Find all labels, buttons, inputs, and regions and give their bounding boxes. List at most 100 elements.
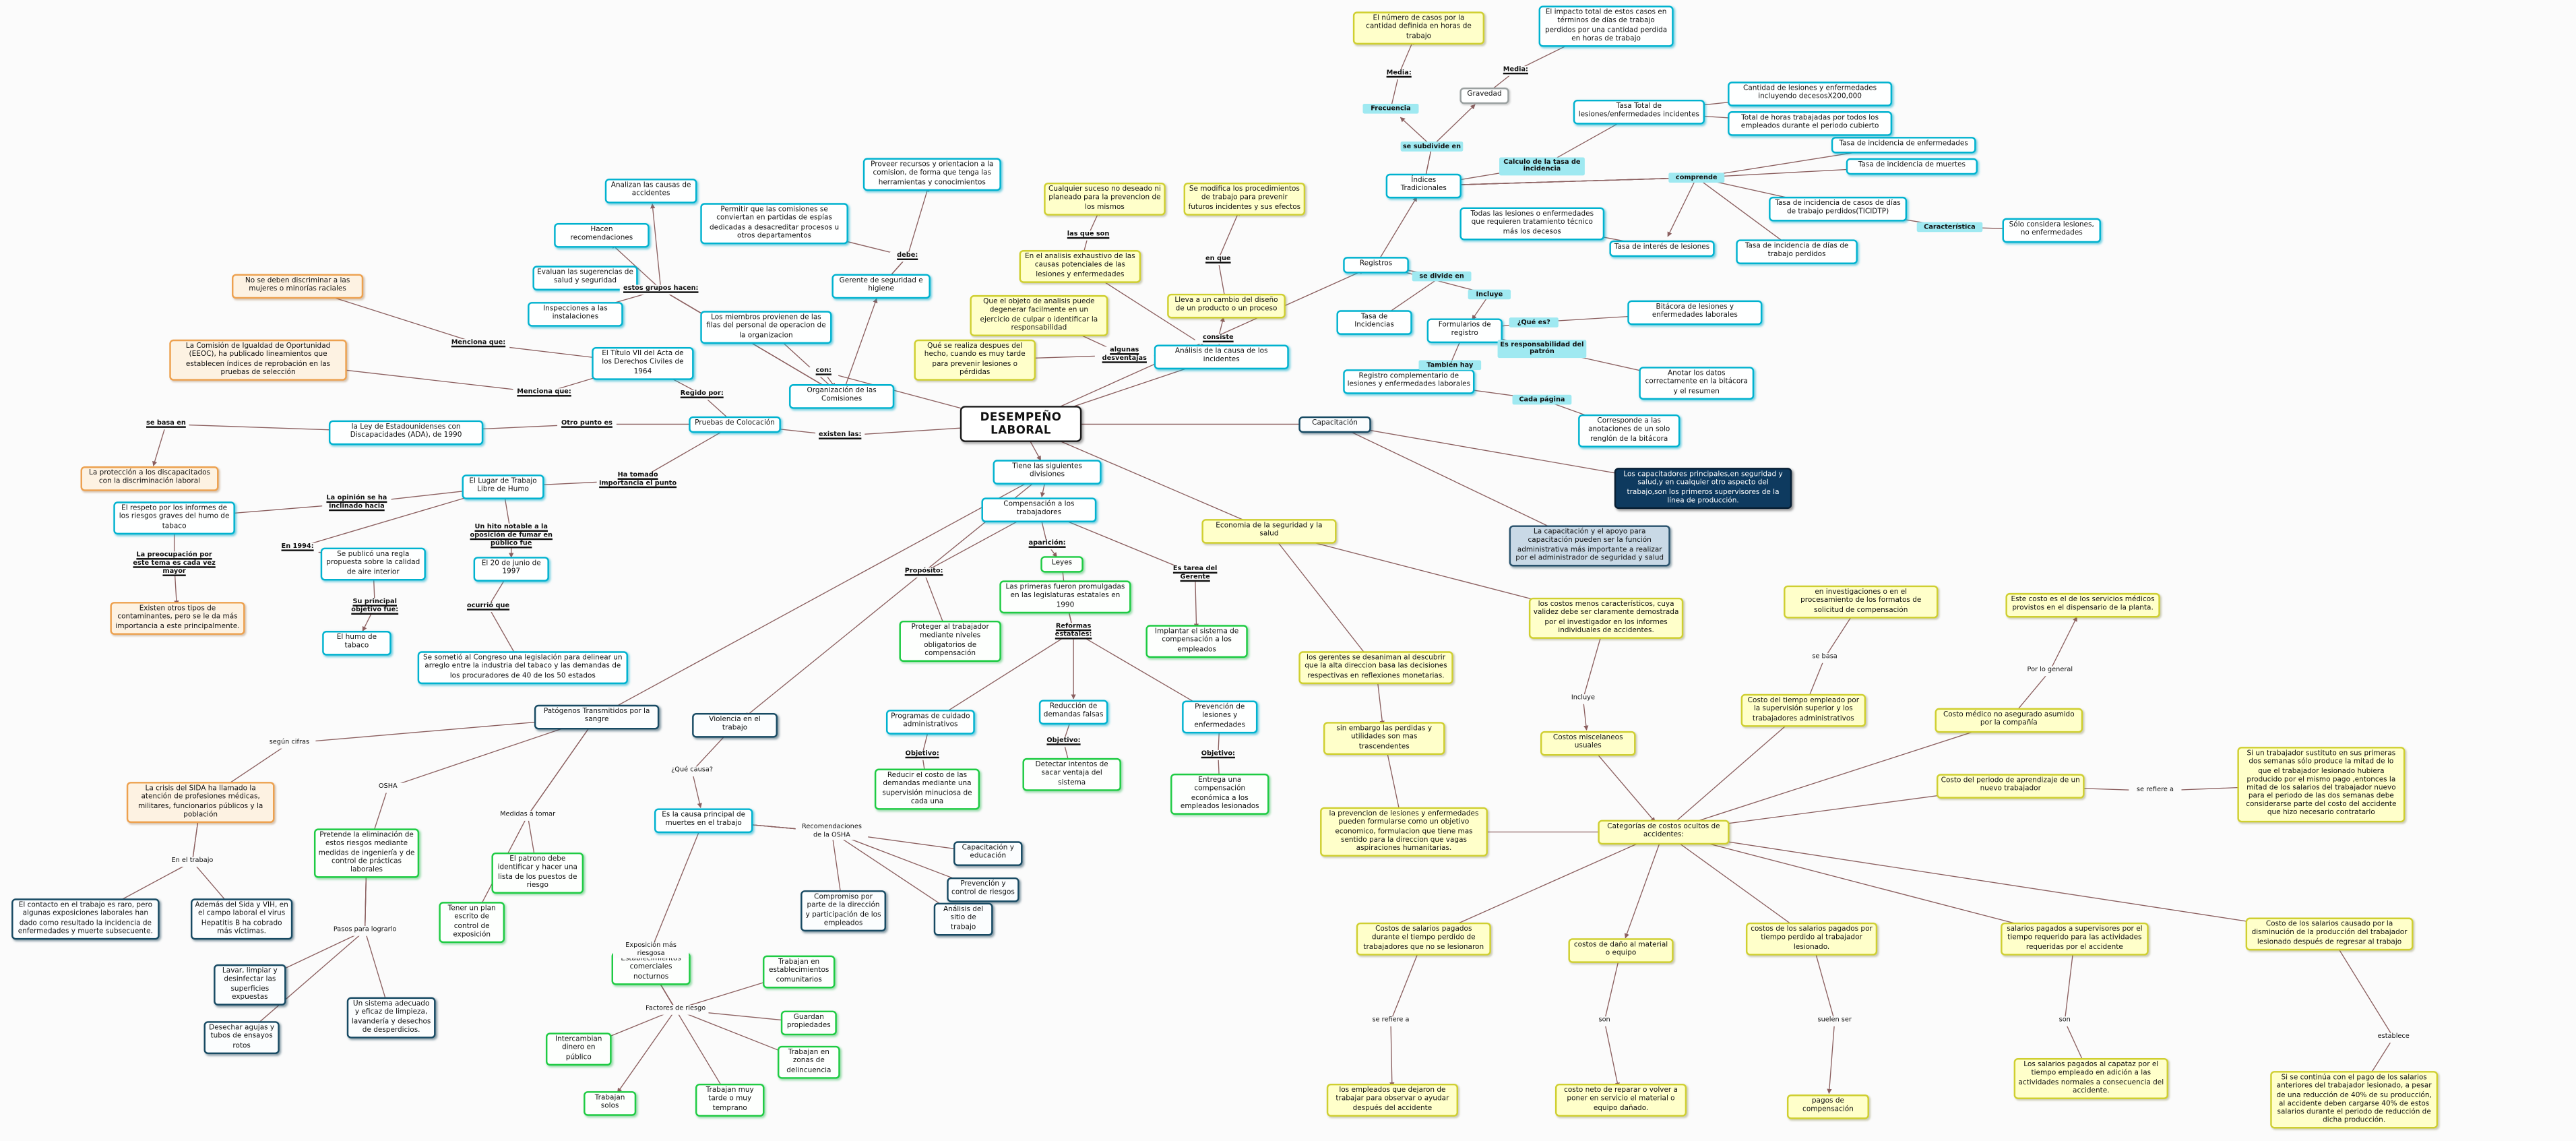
link-label-otro-punto[interactable]: Otro punto es [557, 419, 617, 429]
link-label-con[interactable]: con: [809, 367, 839, 377]
link-label-hito-notable[interactable]: Un hito notable a la oposición de fumar … [462, 523, 561, 549]
node-tiene-divisiones[interactable]: Tiene las siguientes divisiones [993, 460, 1102, 485]
node-trabajan-tarde[interactable]: Trabajan muy tarde o muy temprano [695, 1083, 765, 1117]
node-proteccion-discapacitados[interactable]: La protección a los discapacitados con l… [80, 466, 219, 491]
link-label-se-refiere-2[interactable]: se refiere a [1364, 1016, 1418, 1026]
link-label-grupos-hacen[interactable]: estos grupos hacen: [619, 284, 702, 295]
node-congreso[interactable]: Se sometió al Congreso una legislación p… [417, 651, 628, 684]
node-junio-1997[interactable]: El 20 de junio de 1997 [473, 557, 549, 582]
node-categorias-costos[interactable]: Categorías de costos ocultos de accident… [1598, 820, 1730, 844]
node-indices-tradicionales[interactable]: Índices Tradicionales [1385, 173, 1462, 198]
node-center[interactable]: DESEMPEÑO LABORAL [960, 406, 1082, 443]
link-label-suelen-ser[interactable]: suelen ser [1811, 1016, 1858, 1026]
node-cualquier-suceso[interactable]: Cualquier suceso no deseado ni planeado … [1044, 182, 1166, 216]
link-label-establece[interactable]: establece [2370, 1032, 2417, 1043]
node-total-horas[interactable]: Total de horas trabajadas por todos los … [1728, 111, 1893, 135]
node-costo-tiempo[interactable]: Costo del tiempo empleado por la supervi… [1740, 693, 1866, 727]
node-gerente-seguridad[interactable]: Gerente de seguridad e higiene [831, 274, 931, 299]
node-causa-principal[interactable]: Es la causa principal de muertes en el t… [654, 808, 753, 833]
node-registro-complementario[interactable]: Registro complementario de lesiones y en… [1343, 369, 1475, 394]
node-no-discriminar[interactable]: No se deben discriminar a las mujeres o … [231, 274, 364, 299]
node-objeto-analisis[interactable]: Que el objeto de analisis puede degenera… [970, 295, 1108, 336]
node-permitir-comisiones[interactable]: Permitir que las comisiones se convierta… [700, 203, 848, 245]
node-contacto-raro[interactable]: El contacto en el trabajo es raro, pero … [11, 898, 160, 940]
node-trabajan-delincuencia[interactable]: Trabajan en zonas de delincuencia [777, 1045, 840, 1079]
link-label-menciona-1[interactable]: Menciona que: [447, 338, 510, 348]
node-inspecciones[interactable]: Inspecciones a las instalaciones [528, 302, 623, 326]
node-tasa-muertes[interactable]: Tasa de incidencia de muertes [1846, 158, 1978, 175]
node-costo-medico[interactable]: Costo médico no asegurado asumido por la… [1935, 708, 2083, 733]
node-analisis-sitio[interactable]: Análisis del sitio de trabajo [933, 902, 993, 935]
node-solo-considera[interactable]: Sólo considera lesiones, no enfermedades [2002, 218, 2101, 243]
node-costos-miscelaneos[interactable]: Costos miscelaneos usuales [1540, 731, 1636, 755]
node-bitacora[interactable]: Bitácora de lesiones y enfermedades labo… [1627, 300, 1763, 325]
node-prevencion-lesiones[interactable]: Prevención de lesiones y enfermedades [1182, 700, 1258, 733]
node-si-continua[interactable]: Si se continúa con el pago de los salari… [2270, 1071, 2439, 1130]
node-compromiso-direccion[interactable]: Compromiso por parte de la dirección y p… [800, 890, 886, 932]
node-lavar-limpiar[interactable]: Lavar, limpiar y desinfectar las superfi… [214, 964, 286, 1006]
link-label-tomado-importancia[interactable]: Ha tomado importancia el punto [596, 470, 679, 489]
link-label-calculo-tasa[interactable]: Calculo de la tasa de incidencia [1499, 157, 1585, 175]
node-tasa-incidencias[interactable]: Tasa de Incidencias [1336, 310, 1412, 335]
node-entrega-compensacion[interactable]: Entrega una compensación económica a los… [1170, 773, 1269, 815]
node-sin-embargo[interactable]: sin embargo las perdidas y utilidades so… [1323, 722, 1445, 755]
node-salarios-capataz[interactable]: Los salarios pagados al capataz por el t… [2013, 1057, 2168, 1099]
link-label-son-2[interactable]: son [2051, 1016, 2078, 1026]
node-pruebas-colocacion[interactable]: Pruebas de Colocación [689, 416, 781, 433]
node-sistema-limpieza[interactable]: Un sistema adecuado y eficaz de limpieza… [346, 997, 436, 1039]
link-label-media-1[interactable]: Media: [1377, 69, 1420, 79]
link-label-debe[interactable]: debe: [889, 251, 926, 261]
node-lugar-libre-humo[interactable]: El Lugar de Trabajo Libre de Humo [462, 474, 544, 499]
link-label-en-el-trabajo[interactable]: En el trabajo [166, 857, 219, 867]
node-respeto-informes[interactable]: El respeto por los informes de los riesg… [113, 501, 235, 534]
node-desechar-agujas[interactable]: Desechar agujas y tubos de ensayos rotos [203, 1021, 280, 1054]
link-label-proposito[interactable]: Propósito: [899, 567, 949, 577]
link-label-comprende[interactable]: comprende [1668, 173, 1725, 183]
node-salarios-disminucion[interactable]: Costo de los salarios causado por la dis… [2245, 917, 2414, 950]
link-label-media-2[interactable]: Media: [1494, 65, 1538, 75]
link-label-objetivo-2[interactable]: Objetivo: [1040, 737, 1087, 747]
link-label-existen-las[interactable]: existen las: [815, 431, 865, 441]
node-tasa-interes[interactable]: Tasa de interés de lesiones [1609, 240, 1715, 257]
node-costo-aprendizaje[interactable]: Costo del periodo de aprendizaje de un n… [1936, 774, 2085, 799]
link-label-se-subdivide[interactable]: se subdivide en [1400, 141, 1464, 152]
node-ticidtp[interactable]: Tasa de incidencia de casos de días de t… [1769, 196, 1908, 221]
node-proveer-recursos[interactable]: Proveer recursos y orientacion a la comi… [862, 158, 1001, 191]
node-tasa-dias-perdidos[interactable]: Tasa de incidencia de días de trabajo pe… [1736, 239, 1858, 264]
node-detectar-intentos[interactable]: Detectar intentos de sacar ventaja del s… [1022, 758, 1121, 791]
link-label-en-1994[interactable]: En 1994: [276, 543, 319, 553]
node-costo-servicios-medicos[interactable]: Este costo es el de los servicios médico… [2005, 592, 2160, 617]
node-crisis-sida[interactable]: La crisis del SIDA ha llamado la atenció… [126, 782, 275, 824]
node-prevencion-economica[interactable]: la prevencion de lesiones y enfermedades… [1320, 807, 1488, 857]
node-trabajador-sustituto[interactable]: Si un trabajador sustituto en sus primer… [2237, 747, 2406, 822]
node-otros-contaminantes[interactable]: Existen otros tipos de contaminantes, pe… [110, 602, 245, 635]
node-gerentes-desaniman[interactable]: los gerentes se desaniman al descubrir q… [1298, 651, 1453, 684]
link-label-recomendaciones-osha[interactable]: Recomendaciones de la OSHA [795, 822, 869, 841]
node-proteger-trabajador[interactable]: Proteger al trabajador mediante niveles … [899, 620, 1001, 662]
link-label-medidas-tomar[interactable]: Medidas a tomar [495, 810, 561, 820]
link-label-exposicion-riesgosa[interactable]: Exposición más riesgosa [613, 941, 689, 959]
node-intercambian-dinero[interactable]: Intercambian dinero en público [545, 1032, 612, 1066]
link-label-consiste[interactable]: consiste [1195, 334, 1241, 344]
node-patrono-identificar[interactable]: El patrono debe identificar y hacer una … [491, 852, 584, 894]
link-label-por-lo-general[interactable]: Por lo general [2018, 666, 2081, 676]
node-implantar-sistema[interactable]: Implantar el sistema de compensación a l… [1145, 625, 1248, 658]
node-tasa-enfermedades[interactable]: Tasa de incidencia de enfermedades [1831, 137, 1976, 153]
link-label-que-causa[interactable]: ¿Qué causa? [664, 766, 720, 776]
link-label-ocurrio-que[interactable]: ocurrió que [463, 602, 513, 612]
link-label-cada-pagina[interactable]: Cada página [1512, 394, 1572, 404]
node-ademas-sida[interactable]: Además del Sida y VIH, en el campo labor… [191, 898, 293, 940]
node-impacto-total[interactable]: El impacto total de estos casos en térmi… [1538, 5, 1674, 47]
link-label-objetivo-1[interactable]: Objetivo: [899, 749, 945, 760]
link-label-opinion-inclinado[interactable]: La opinión se ha inclinado hacia [322, 493, 391, 512]
node-compensacion-trabajadores[interactable]: Compensación a los trabajadores [981, 497, 1097, 522]
link-label-se-divide[interactable]: se divide en [1412, 271, 1472, 281]
link-label-osha[interactable]: OSHA [371, 782, 405, 793]
link-label-factores-riesgo[interactable]: Factores de riesgo [642, 1004, 709, 1014]
node-analisis-causa[interactable]: Análisis de la causa de los incidentes [1154, 344, 1289, 369]
link-label-regido-por[interactable]: Regido por: [677, 390, 727, 400]
node-capacitadores[interactable]: Los capacitadores principales,en segurid… [1614, 468, 1792, 510]
link-label-que-es[interactable]: ¿Qué es? [1509, 317, 1559, 328]
node-dano-material[interactable]: costos de daño al material o equipo [1568, 938, 1674, 963]
link-label-objetivo-3[interactable]: Objetivo: [1195, 749, 1241, 760]
